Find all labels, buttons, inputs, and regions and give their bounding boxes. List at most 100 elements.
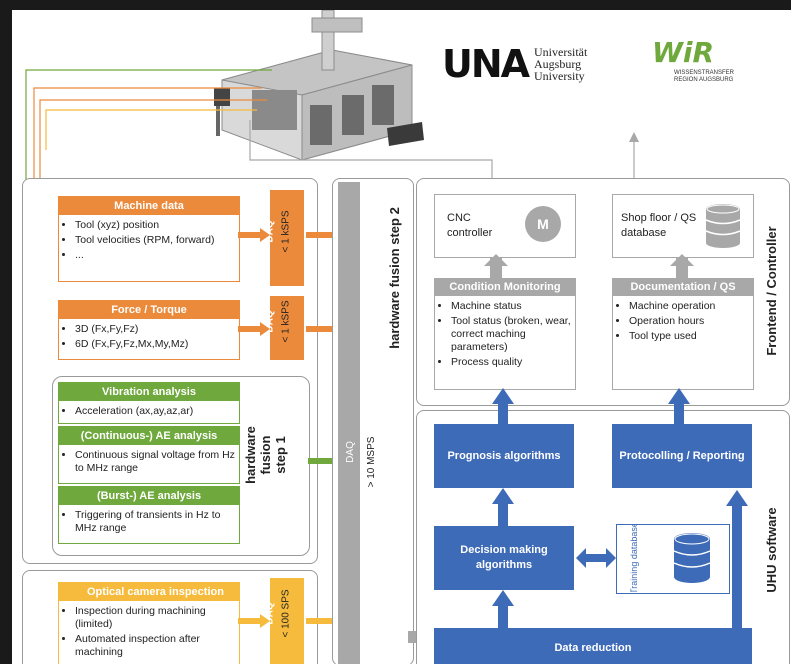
- arrow-up-icon: [670, 254, 694, 266]
- cnc-controller-box: CNC controller M: [434, 194, 576, 258]
- list-item: Machine status: [451, 300, 571, 313]
- arrow-up-icon: [726, 490, 748, 506]
- ae-continuous-list: Continuous signal voltage from Hz to MHz…: [59, 445, 239, 479]
- wir-logo: WiR WISSENSTRANSFER REGION AUGSBURG: [652, 36, 742, 96]
- fusion-step-2-label: hardware fusion step 2: [387, 207, 402, 349]
- fusion-1-line-1: hardware: [243, 426, 258, 484]
- prognosis-arrow-stem: [498, 402, 508, 424]
- daq-rate: < 1 kSPS: [280, 210, 292, 253]
- prognosis-algorithms-box: Prognosis algorithms: [434, 424, 574, 488]
- fusion-daq-bar: [338, 182, 360, 664]
- list-item: Inspection during machining (limited): [75, 605, 235, 631]
- list-item: Acceleration (ax,ay,az,ar): [75, 405, 235, 418]
- arrow-right-icon: [238, 614, 270, 628]
- ae-continuous-title: (Continuous-) AE analysis: [59, 427, 239, 445]
- list-item: Operation hours: [629, 315, 749, 328]
- cnc-machine-illustration: [214, 10, 424, 161]
- uni-logo-text: Universität Augsburg University: [534, 46, 587, 82]
- documentation-list: Machine operation Operation hours Tool t…: [613, 296, 753, 347]
- decision-making-box: Decision making algorithms: [434, 526, 574, 590]
- database-icon: [705, 204, 741, 248]
- database-icon: [673, 533, 711, 583]
- protocolling-reporting-box: Protocolling / Reporting: [612, 424, 752, 488]
- motor-icon: M: [525, 206, 561, 242]
- protocol-feed-stem: [732, 504, 742, 628]
- list-item: Triggering of transients in Hz to MHz ra…: [75, 509, 235, 535]
- training-database-box: [616, 524, 730, 594]
- list-item: 3D (Fx,Fy,Fz): [75, 323, 235, 336]
- vibration-box: Vibration analysis Acceleration (ax,ay,a…: [58, 382, 240, 424]
- fusion-1-line-3: step 1: [273, 436, 288, 474]
- diagram-canvas: UNA Universität Augsburg University WiR …: [12, 10, 791, 664]
- arrow-right-icon: [238, 228, 270, 242]
- uni-logo-mark: UNA: [442, 42, 530, 86]
- machine-data-daq: DAQ < 1 kSPS: [265, 190, 304, 286]
- force-torque-list: 3D (Fx,Fy,Fz) 6D (Fx,Fy,Fz,Mx,My,Mz): [59, 319, 239, 355]
- uni-logo-line-1: Universität: [534, 45, 588, 59]
- uni-logo-line-2: Augsburg: [534, 57, 582, 71]
- ae-burst-title: (Burst-) AE analysis: [59, 487, 239, 505]
- list-item: Tool status (broken, wear, correct machi…: [451, 315, 571, 354]
- bidirectional-arrow-icon: [576, 548, 616, 568]
- fusion-step-1-text: hardware fusion step 1: [243, 426, 288, 484]
- decision-arrow-stem: [498, 502, 508, 526]
- fusion-1-line-2: fusion: [258, 435, 273, 474]
- condition-monitoring-title: Condition Monitoring: [435, 279, 575, 296]
- ae-burst-box: (Burst-) AE analysis Triggering of trans…: [58, 486, 240, 544]
- arrow-up-icon: [492, 488, 514, 504]
- ae-continuous-box: (Continuous-) AE analysis Continuous sig…: [58, 426, 240, 484]
- force-torque-title: Force / Torque: [59, 301, 239, 319]
- cnc-controller-label: CNC controller: [447, 212, 493, 239]
- optical-inspection-list: Inspection during machining (limited) Au…: [59, 601, 239, 663]
- condition-monitoring-box: Condition Monitoring Machine status Tool…: [434, 278, 576, 390]
- force-torque-box: Force / Torque 3D (Fx,Fy,Fz) 6D (Fx,Fy,F…: [58, 300, 240, 360]
- list-item: Tool velocities (RPM, forward): [75, 234, 235, 247]
- machine-data-title: Machine data: [59, 197, 239, 215]
- data-reduction-box: Data reduction: [434, 628, 752, 664]
- wir-logo-mark: WiR: [652, 36, 715, 69]
- arrow-up-icon: [492, 388, 514, 404]
- uhu-label-text: UHU software: [764, 507, 779, 592]
- protocol-arrow-stem: [674, 402, 684, 424]
- fusion-daq-label: DAQ: [345, 441, 356, 463]
- list-item: Tool (xyz) position: [75, 219, 235, 232]
- force-torque-daq: DAQ < 1 kSPS: [265, 296, 304, 360]
- list-item: ...: [75, 249, 235, 262]
- list-item: Tool type used: [629, 330, 749, 343]
- reduction-arrow-stem: [498, 604, 508, 628]
- wir-logo-line-2: REGION AUGSBURG: [674, 77, 734, 83]
- optical-inspection-title: Optical camera inspection: [59, 583, 239, 601]
- arrow-right-icon: [238, 322, 270, 336]
- optical-daq: DAQ < 100 SPS: [265, 578, 304, 664]
- training-db-text: Training database: [629, 524, 639, 592]
- machine-data-box: Machine data Tool (xyz) position Tool ve…: [58, 196, 240, 282]
- uni-augsburg-logo: UNA: [442, 42, 532, 88]
- list-item: Automated inspection after machining: [75, 633, 235, 659]
- fusion-daq-rate: > 10 MSPS: [366, 436, 377, 487]
- daq-rate: < 100 SPS: [280, 589, 292, 638]
- arrow-up-icon: [484, 254, 508, 266]
- list-item: Continuous signal voltage from Hz to MHz…: [75, 449, 235, 475]
- frontend-label: Frontend / Controller: [764, 226, 779, 355]
- list-item: Machine operation: [629, 300, 749, 313]
- optical-inspection-box: Optical camera inspection Inspection dur…: [58, 582, 240, 664]
- arrow-up-icon: [492, 590, 514, 606]
- wir-logo-text: WISSENSTRANSFER REGION AUGSBURG: [674, 70, 734, 84]
- documentation-title: Documentation / QS: [613, 279, 753, 296]
- vibration-list: Acceleration (ax,ay,az,ar): [59, 401, 239, 422]
- shopfloor-db-label: Shop floor / QS database: [621, 212, 697, 239]
- vibration-title: Vibration analysis: [59, 383, 239, 401]
- ae-burst-list: Triggering of transients in Hz to MHz ra…: [59, 505, 239, 539]
- documentation-box: Documentation / QS Machine operation Ope…: [612, 278, 754, 390]
- condition-monitoring-list: Machine status Tool status (broken, wear…: [435, 296, 575, 373]
- wir-logo-line-1: WISSENSTRANSFER: [674, 70, 735, 76]
- list-item: 6D (Fx,Fy,Fz,Mx,My,Mz): [75, 338, 235, 351]
- machine-data-list: Tool (xyz) position Tool velocities (RPM…: [59, 215, 239, 266]
- daq-rate: < 1 kSPS: [280, 300, 292, 343]
- training-database-label: Training database: [629, 524, 639, 592]
- arrow-up-icon: [668, 388, 690, 404]
- uni-logo-line-3: University: [534, 69, 585, 83]
- fusion-step-2-labels: DAQ > 10 MSPS hardware fusion step 2: [345, 207, 402, 487]
- shopfloor-db-box: Shop floor / QS database: [612, 194, 754, 258]
